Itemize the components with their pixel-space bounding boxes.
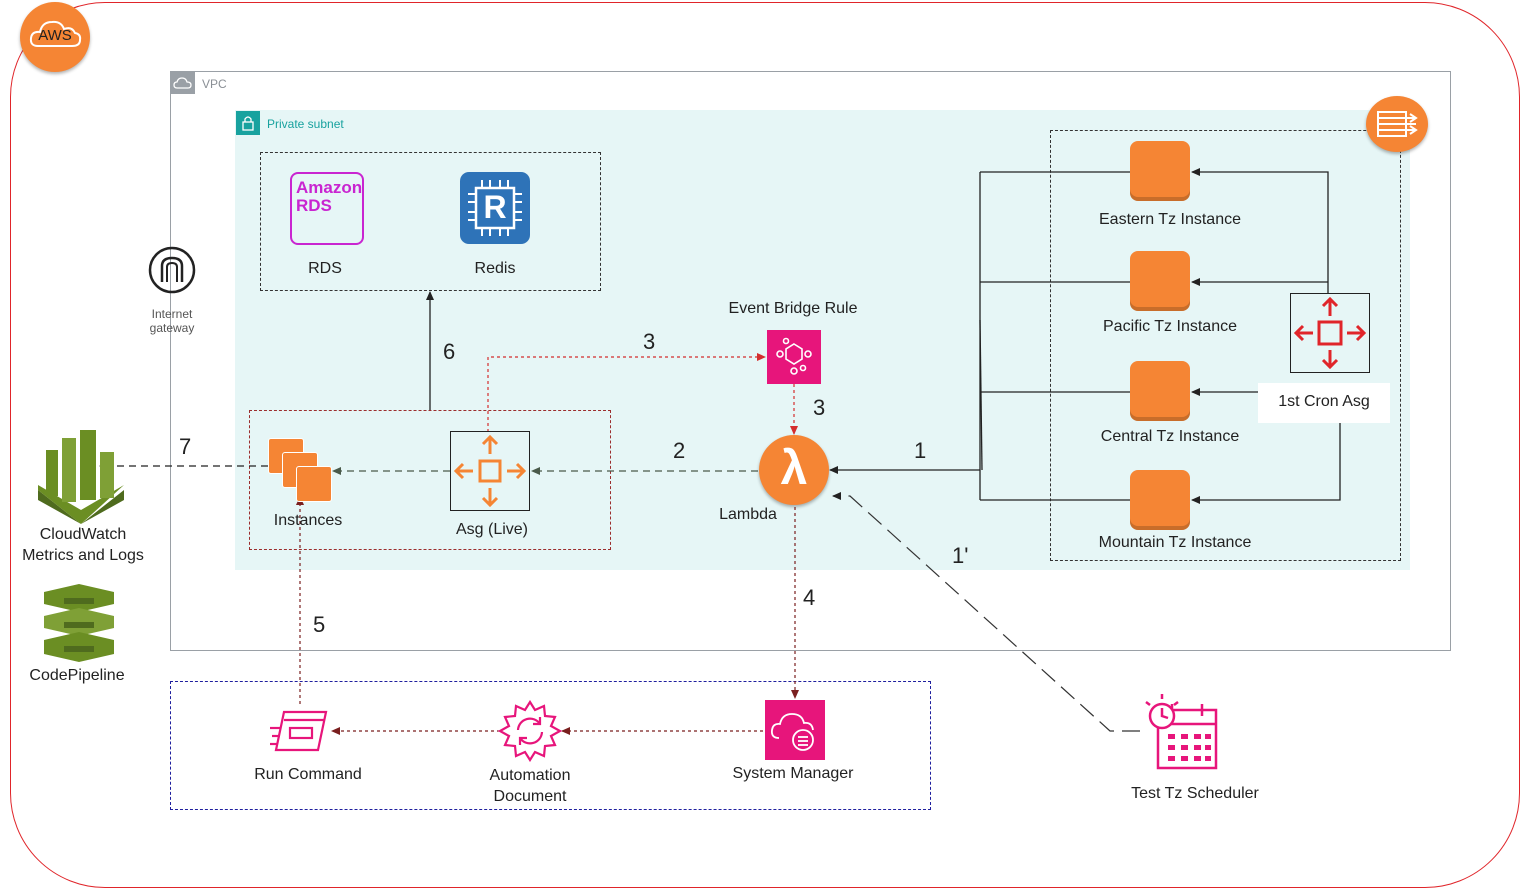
connector-asg-to-eventbridge — [487, 353, 766, 432]
event-bridge-icon — [767, 330, 821, 384]
step-1-prime-label: 1' — [952, 543, 969, 568]
central-instance-label: Central Tz Instance — [1100, 428, 1240, 445]
test-scheduler-label: Test Tz Scheduler — [1131, 785, 1259, 802]
step-2-label: 2 — [673, 438, 686, 463]
internet-gateway-label: Internet gateway — [149, 307, 195, 335]
cloudwatch-icon — [38, 430, 124, 524]
systems-manager-group — [170, 681, 931, 810]
redis-icon: R — [460, 172, 530, 244]
load-balancer-icon — [1366, 96, 1428, 152]
connector-cron-asg-to-instances — [1191, 168, 1341, 504]
mountain-instance-label: Mountain Tz Instance — [1098, 534, 1252, 551]
cron-asg-label-box — [1258, 383, 1390, 423]
rds-label: RDS — [308, 260, 342, 277]
rds-icon: Amazon RDS — [290, 172, 364, 245]
codepipeline-label: CodePipeline — [29, 667, 125, 684]
database-group — [260, 152, 601, 291]
step-5-label: 5 — [313, 612, 326, 637]
cron-asg-icon — [1290, 293, 1370, 373]
vpc-cloud-icon — [171, 72, 195, 94]
automation-document-label: Automation Document — [489, 767, 571, 805]
cloudwatch-label: CloudWatch Metrics and Logs — [22, 526, 144, 564]
eastern-instance-icon — [1130, 141, 1190, 201]
cron-asg-group — [1050, 130, 1401, 561]
vpc-label: VPC — [202, 77, 227, 91]
instances-icon — [268, 438, 334, 504]
private-subnet-area — [235, 110, 1410, 570]
central-instance-icon — [1130, 361, 1190, 421]
pacific-instance-label: Pacific Tz Instance — [1103, 318, 1237, 335]
pacific-instance-icon — [1130, 251, 1190, 311]
automation-gear-icon — [497, 699, 563, 763]
step-4-label: 4 — [803, 585, 816, 610]
mountain-instance-icon — [1130, 470, 1190, 530]
redis-label: Redis — [474, 260, 516, 277]
step-3b-label: 3 — [813, 395, 826, 420]
step-1-label: 1 — [914, 438, 927, 463]
aws-cloud-icon: AWS — [20, 2, 90, 72]
step-3a-label: 3 — [643, 329, 656, 354]
aws-cloud-frame — [10, 2, 1520, 888]
event-bridge-label: Event Bridge Rule — [728, 300, 858, 317]
vpc-frame — [170, 71, 1451, 651]
live-asg-group — [249, 410, 611, 550]
system-manager-label: System Manager — [732, 765, 854, 782]
lambda-label: Lambda — [719, 506, 777, 523]
codepipeline-icon — [44, 584, 114, 666]
internet-gateway-icon — [148, 246, 196, 294]
connector-instances-to-lambda — [829, 171, 1130, 501]
cron-asg-label: 1st Cron Asg — [1278, 393, 1370, 410]
system-manager-icon — [765, 700, 825, 760]
eastern-instance-label: Eastern Tz Instance — [1099, 211, 1241, 228]
step-7-label: 7 — [179, 434, 192, 459]
step-6-label: 6 — [443, 339, 456, 364]
lambda-icon: λ — [759, 435, 829, 505]
run-command-icon — [270, 708, 330, 754]
asg-live-label: Asg (Live) — [455, 521, 529, 538]
connector-scheduler-to-lambda — [832, 492, 1140, 732]
run-command-label: Run Command — [254, 766, 362, 783]
instances-label: Instances — [273, 512, 343, 529]
scheduler-icon — [1138, 692, 1222, 772]
lock-icon — [236, 111, 260, 135]
private-subnet-label: Private subnet — [267, 117, 344, 131]
asg-live-icon — [450, 431, 530, 511]
aws-badge-text: AWS — [38, 27, 72, 44]
